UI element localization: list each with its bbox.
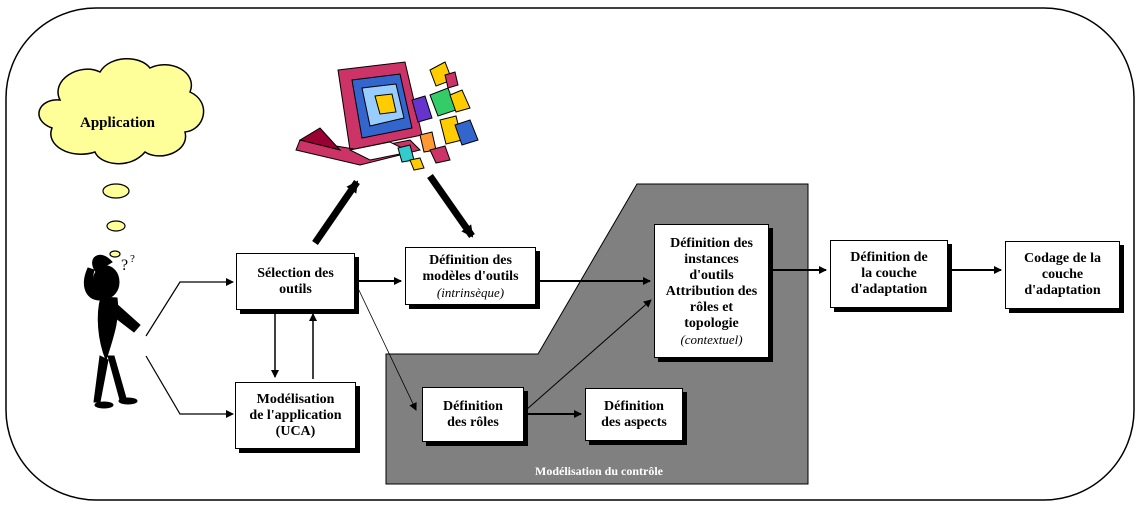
box-definition-modeles-title: Définition des modèles d'outils xyxy=(422,252,519,284)
arrow-selection-to-roles xyxy=(355,283,417,411)
cloud-label: Application xyxy=(80,115,156,131)
region-label: Modélisation du contrôle xyxy=(535,464,663,478)
box-modelisation-application: Modélisation de l'application (UCA) xyxy=(235,382,356,449)
box-definition-instances-title: Définition des instances d'outils Attrib… xyxy=(665,235,758,331)
box-codage-couche: Codage de la couche d'adaptation xyxy=(1005,241,1120,309)
arrow-person-to-modelisation xyxy=(145,355,234,418)
box-definition-couche: Définition de la couche d'adaptation xyxy=(830,240,948,308)
arrow-clipart-to-modeles xyxy=(427,173,475,239)
svg-text:?: ? xyxy=(130,253,135,265)
box-definition-modeles-subtitle: (intrinsèque) xyxy=(436,284,505,300)
box-definition-roles: Définition des rôles xyxy=(422,387,524,442)
box-definition-instances: Définition des instances d'outils Attrib… xyxy=(654,224,769,358)
arrow-person-to-selection xyxy=(145,278,234,337)
svg-text:?: ? xyxy=(121,257,128,274)
thought-bubble-medium xyxy=(106,220,126,232)
arrow-selection-to-clipart xyxy=(312,180,360,245)
arrow-roles-to-instances xyxy=(525,299,652,411)
box-definition-instances-subtitle: (contextuel) xyxy=(680,331,743,347)
box-selection-outils: Sélection des outils xyxy=(236,253,355,310)
thought-cloud xyxy=(38,57,205,165)
computer-tools-clipart-icon xyxy=(295,61,479,171)
thought-bubble-large xyxy=(102,183,130,199)
thinking-person-icon: ? ? xyxy=(84,253,141,409)
box-codage-couche-title: Codage de la couche d'adaptation xyxy=(1024,251,1101,298)
box-modelisation-application-title: Modélisation de l'application (UCA) xyxy=(249,391,342,439)
box-definition-aspects: Définition des aspects xyxy=(585,388,683,441)
box-selection-outils-title: Sélection des outils xyxy=(257,265,334,297)
thought-bubble-small xyxy=(109,250,121,258)
outer-frame xyxy=(5,7,1135,501)
box-definition-aspects-title: Définition des aspects xyxy=(601,398,667,430)
box-definition-roles-title: Définition des rôles xyxy=(443,398,503,430)
box-definition-couche-title: Définition de la couche d'adaptation xyxy=(850,250,928,297)
box-definition-modeles: Définition des modèles d'outils (intrins… xyxy=(405,247,536,305)
